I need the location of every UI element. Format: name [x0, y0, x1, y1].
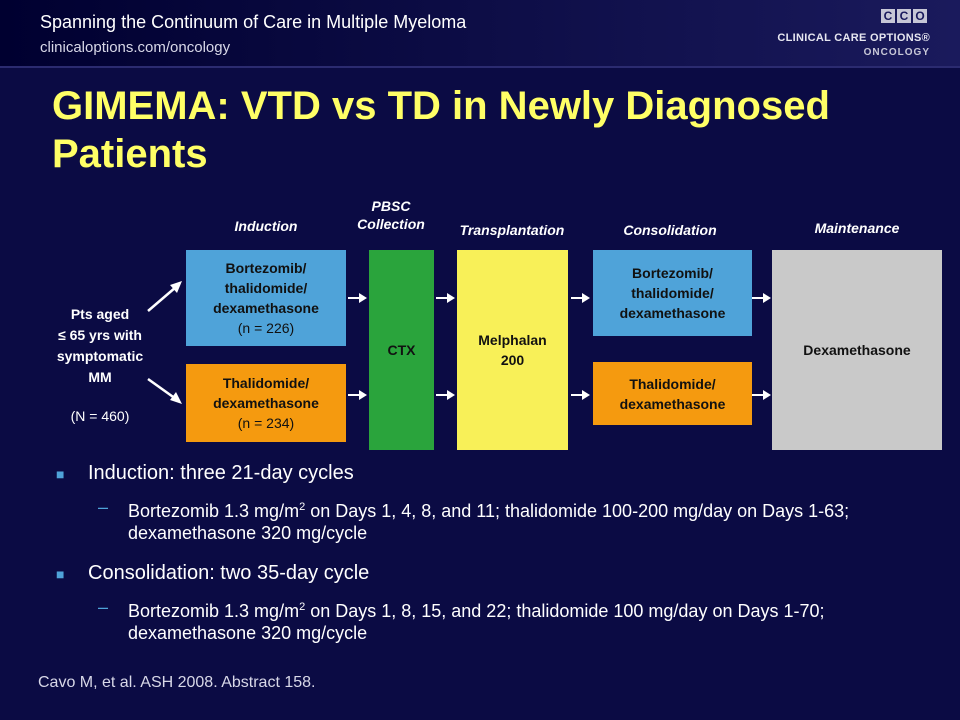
flow-arrow-icon: [571, 293, 590, 303]
superscript: 2: [299, 501, 306, 513]
arrowhead-td: [170, 392, 182, 404]
phase-pbsc-line2: Collection: [357, 216, 425, 232]
bullet-item: ■ Consolidation: two 35-day cycle: [52, 560, 932, 586]
consolidation-td-line2: dexamethasone: [619, 395, 726, 412]
phase-consolidation: Consolidation: [623, 222, 717, 238]
sub-bullet-item: – Bortezomib 1.3 mg/m2 on Days 1, 8, 15,…: [52, 596, 932, 644]
consolidation-vtd-line2: thalidomide/: [631, 285, 714, 301]
header-divider: [0, 66, 960, 68]
citation: Cavo M, et al. ASH 2008. Abstract 158.: [38, 674, 316, 691]
bullet-list: ■ Induction: three 21-day cycles – Borte…: [52, 460, 932, 660]
induction-td-line1: Thalidomide/: [222, 375, 310, 391]
induction-detail-a: Bortezomib 1.3 mg/m: [128, 501, 300, 521]
patient-population: Pts aged ≤ 65 yrs with symptomatic MM (N…: [40, 304, 160, 427]
logo-text: CLINICAL CARE OPTIONS®: [777, 32, 930, 44]
dash-bullet-icon: –: [98, 497, 109, 517]
phase-pbsc: PBSC Collection: [336, 197, 446, 233]
logo-letter: C: [881, 9, 895, 23]
consolidation-detail-b: on Days 1, 8, 15, and 22; thalidomide 10…: [128, 601, 825, 643]
patient-line1: Pts aged: [70, 306, 130, 322]
maintenance-box: Dexamethasone: [772, 250, 942, 450]
phase-induction: Induction: [234, 218, 298, 234]
induction-vtd-n: (n = 226): [237, 320, 295, 336]
melphalan-line2: 200: [500, 352, 525, 368]
induction-td-line2: dexamethasone: [213, 395, 319, 411]
flow-arrow-icon: [752, 293, 771, 303]
square-bullet-icon: ■: [56, 566, 65, 582]
induction-detail-b: on Days 1, 4, 8, and 11; thalidomide 100…: [128, 501, 850, 543]
logo-letter: C: [897, 9, 911, 23]
header-title: Spanning the Continuum of Care in Multip…: [40, 12, 467, 32]
patient-line4: MM: [88, 369, 112, 385]
square-bullet-icon: ■: [56, 466, 65, 482]
slide-title: GIMEMA: VTD vs TD in Newly Diagnosed Pat…: [52, 84, 830, 176]
induction-vtd-line1: Bortezomib/: [225, 260, 307, 276]
induction-vtd-line2: thalidomide/: [224, 280, 308, 296]
arrow-to-vtd: [147, 286, 177, 312]
flow-arrow-icon: [436, 390, 455, 400]
consolidation-detail-a: Bortezomib 1.3 mg/m: [128, 601, 300, 621]
bullet-consolidation: Consolidation: two 35-day cycle: [88, 562, 370, 584]
patient-line3: symptomatic: [56, 348, 144, 364]
sub-bullet-item: – Bortezomib 1.3 mg/m2 on Days 1, 4, 8, …: [52, 496, 932, 544]
logo-letter: O: [913, 9, 927, 23]
melphalan-line1: Melphalan: [478, 332, 547, 348]
randomization-arrows: [147, 281, 182, 404]
consolidation-vtd-box: Bortezomib/ thalidomide/ dexamethasone: [593, 250, 752, 336]
logo-subtext: ONCOLOGY: [863, 47, 930, 58]
arrow-to-td: [147, 377, 177, 401]
phase-transplantation: Transplantation: [459, 222, 565, 238]
induction-vtd-line3: dexamethasone: [213, 300, 319, 316]
pbsc-ctx-box: CTX: [369, 250, 434, 450]
superscript: 2: [299, 601, 306, 613]
consolidation-td-box: Thalidomide/ dexamethasone: [593, 362, 752, 425]
patient-line2: ≤ 65 yrs with: [58, 327, 142, 343]
flow-arrow-icon: [571, 390, 590, 400]
bullet-item: ■ Induction: three 21-day cycles: [52, 460, 932, 486]
arrowhead-vtd: [170, 281, 182, 293]
dash-bullet-icon: –: [98, 597, 109, 617]
header-url: clinicaloptions.com/oncology: [40, 39, 231, 56]
consolidation-vtd-line3: dexamethasone: [619, 305, 726, 321]
consolidation-vtd-line1: Bortezomib/: [632, 265, 713, 281]
induction-td-box: Thalidomide/ dexamethasone (n = 234): [186, 364, 346, 442]
bullet-induction: Induction: three 21-day cycles: [88, 462, 354, 484]
header-band: [0, 0, 960, 68]
cco-logo-icon: C C O: [881, 9, 927, 23]
patient-total: (N = 460): [70, 408, 130, 424]
flow-arrow-icon: [752, 390, 771, 400]
induction-td-n: (n = 234): [237, 415, 295, 431]
flow-arrow-icon: [348, 293, 367, 303]
flow-arrow-icon: [436, 293, 455, 303]
transplant-melphalan-box: Melphalan 200: [457, 250, 568, 450]
consolidation-td-line1: Thalidomide/: [629, 375, 716, 392]
induction-vtd-box: Bortezomib/ thalidomide/ dexamethasone (…: [186, 250, 346, 346]
phase-pbsc-line1: PBSC: [371, 198, 411, 214]
maintenance-label: Dexamethasone: [803, 342, 911, 358]
ctx-label: CTX: [387, 342, 416, 358]
flow-arrow-icon: [348, 390, 367, 400]
phase-maintenance: Maintenance: [814, 220, 900, 236]
